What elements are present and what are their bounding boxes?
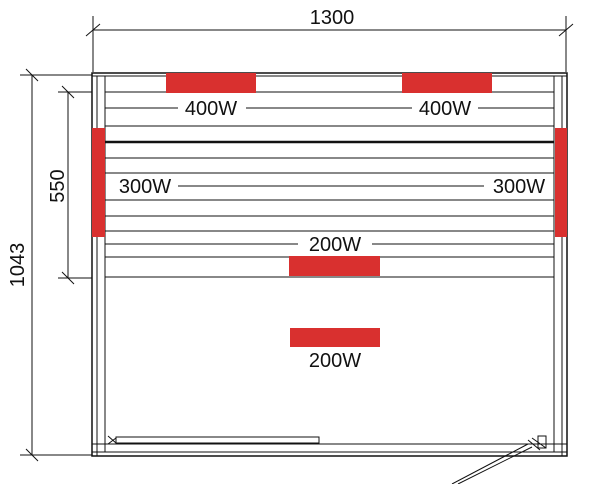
label-side-left: 300W [119, 176, 171, 198]
heater-top-left [166, 73, 256, 93]
width-label: 1300 [310, 7, 355, 29]
heater-bench [289, 256, 380, 276]
label-bg-bench [300, 234, 370, 254]
label-top-right: 400W [419, 98, 471, 120]
door-handle [451, 435, 547, 484]
door-bar [107, 435, 320, 445]
height-dimension [20, 68, 92, 462]
label-top-left: 400W [185, 98, 237, 120]
label-bg-top-right [412, 98, 478, 118]
label-bg-side-left [112, 176, 178, 196]
heater-top-right [402, 73, 492, 93]
heater-side-right [555, 128, 567, 237]
heater-floor [290, 328, 380, 347]
label-bg-top-left [178, 98, 244, 118]
label-floor: 200W [309, 350, 361, 372]
bench-height-label: 550 [47, 169, 69, 202]
label-bg-side-right [486, 176, 552, 196]
heater-side-left [92, 128, 105, 237]
label-bench: 200W [309, 234, 361, 256]
bench-height-dimension [58, 85, 92, 285]
label-side-right: 300W [493, 176, 545, 198]
height-label: 1043 [7, 243, 29, 288]
width-dimension [85, 16, 574, 72]
